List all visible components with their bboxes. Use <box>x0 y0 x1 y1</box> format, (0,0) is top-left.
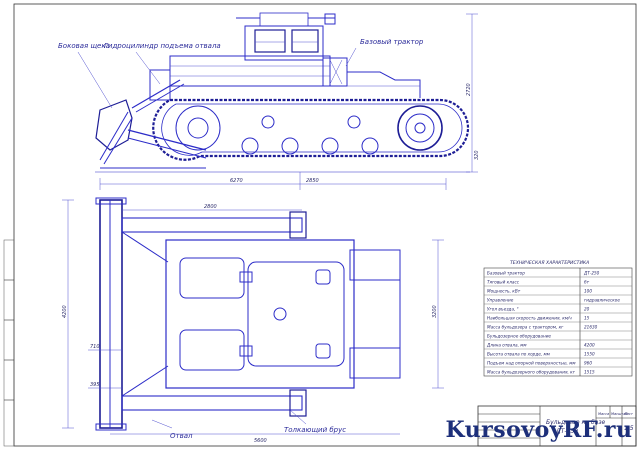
title-sheet-label: Лист <box>623 412 634 416</box>
dim-small-a: 710 <box>90 344 100 350</box>
spec-row-value: 100 <box>584 289 592 294</box>
spec-row-value: 15 <box>584 316 590 321</box>
spec-row-label: Базовый трактор <box>487 271 525 276</box>
dim-width-top: 2800 <box>204 204 217 210</box>
callout-blade: Отвал <box>170 432 193 440</box>
tractor-cab <box>236 12 336 61</box>
spec-row-label: Угол въезда, ° <box>487 307 519 312</box>
title-mass-label: Масса <box>598 412 609 416</box>
spec-row-label: Высота отвала по хорде, мм <box>487 352 550 357</box>
dim-rear-length: 5600 <box>254 438 267 444</box>
dim-overall-length: 6270 <box>230 178 243 184</box>
side-view <box>77 12 478 190</box>
spec-row-value: ДТ-250 <box>583 271 600 276</box>
spec-row-label: Управление <box>487 298 514 303</box>
callout-hydraulic-cylinder: Гидроцилиндр подъема отвала <box>104 42 221 50</box>
spec-row-value: 20 <box>584 307 590 312</box>
engine-hood <box>149 55 348 101</box>
spec-row-value: 1550 <box>584 352 595 357</box>
spec-row-label: Бульдозерное оборудование <box>487 334 551 339</box>
top-tracks <box>349 249 401 379</box>
spec-row-value: гидравлическое <box>584 298 620 303</box>
site-watermark: KursovoyRF.ru <box>444 412 634 448</box>
dim-clearance: 320 <box>474 150 480 160</box>
spec-row-label: Подъем над опорной поверхностью, мм <box>487 361 576 366</box>
title-sheet-number: 1.5 <box>624 425 634 432</box>
callout-base-tractor: Базовый трактор <box>360 38 424 46</box>
spec-row-value: 6т <box>584 280 590 285</box>
spec-row-label: Мощность, кВт <box>487 289 521 294</box>
spec-row-label: Масса бульдозерного оборудования, кг <box>487 370 576 375</box>
top-view <box>62 197 444 435</box>
dim-track-width: 3200 <box>432 305 438 318</box>
spec-table-title: ТЕХНИЧЕСКАЯ ХАРАКТЕРИСТИКА <box>510 260 589 266</box>
sheet-frame <box>13 3 637 447</box>
spec-row-value: 1515 <box>584 370 595 375</box>
spec-row-value: 21630 <box>584 325 598 330</box>
watermark-text: KursovoyRF.ru <box>445 417 633 443</box>
dim-height: 2720 <box>466 83 472 96</box>
top-push-beams <box>121 211 307 417</box>
left-margin-strip <box>3 239 15 447</box>
crawler-track <box>152 98 470 161</box>
title-name-line1: Бульдозер на базе <box>546 419 606 426</box>
title-scale-label: Масштаб <box>611 412 628 416</box>
spec-row-value: 960 <box>584 361 592 366</box>
length-dimension <box>99 172 447 190</box>
dim-small-b: 395 <box>90 382 100 388</box>
title-block <box>477 405 637 447</box>
rear-frame <box>347 71 421 98</box>
spec-row-label: Тяговый класс <box>487 280 520 285</box>
top-tractor-body <box>165 239 355 389</box>
dim-track-length: 2850 <box>306 178 319 184</box>
dim-blade-width: 4200 <box>62 305 68 318</box>
callout-side-blade: Боковая щека <box>58 42 110 50</box>
height-dimension <box>466 13 478 173</box>
top-blade <box>95 197 127 431</box>
spec-row-label: Масса бульдозера с трактором, кг <box>487 325 564 330</box>
spec-row-label: Длина отвала, мм <box>486 343 527 348</box>
top-dimensions <box>62 199 444 435</box>
side-blade-assembly <box>95 79 207 169</box>
callout-push-beam: Толкающий брус <box>284 426 346 434</box>
title-name-line2: ДТ-250 <box>555 428 578 435</box>
spec-row-label: Наибольшая скорость движения, км/ч <box>487 316 572 321</box>
spec-row-value: 4200 <box>584 343 595 348</box>
